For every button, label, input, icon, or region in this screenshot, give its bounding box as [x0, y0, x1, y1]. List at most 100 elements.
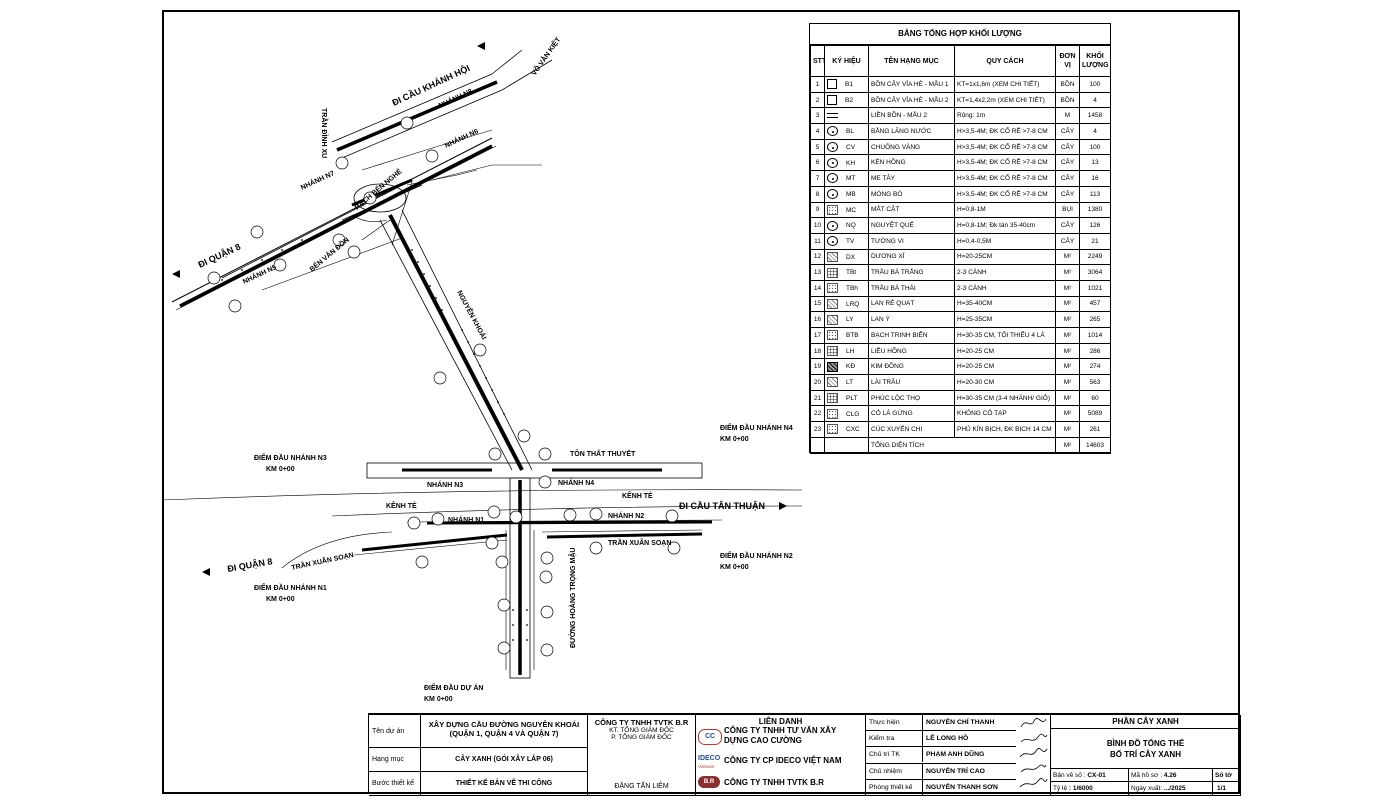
circle-symbol-icon: [827, 220, 838, 231]
row-spec: KT=1,4x2,2m (XEM CHI TIẾT): [954, 91, 1056, 109]
row-symbol: LH: [824, 342, 869, 360]
row-unit: M²: [1055, 421, 1080, 438]
summary-title: BẢNG TỔNG HỢP KHỐI LƯỢNG: [810, 24, 1110, 45]
row-unit: M²: [1055, 311, 1080, 328]
row-symbol: LY: [824, 311, 869, 328]
arrow-icon: [477, 42, 485, 50]
total-qty: 14603: [1079, 436, 1111, 454]
row-stt: 7: [810, 170, 825, 187]
row-spec: KT=1x1,6m (XEM CHI TIẾT): [954, 76, 1056, 93]
row-code: KH: [846, 159, 856, 167]
hang-muc: CÂY XANH (GÓI XÂY LẮP 06): [421, 748, 588, 772]
arrow-icon: [779, 502, 787, 510]
row-symbol: BL: [824, 123, 869, 140]
ngay-xuat-cell: Ngày xuất: .../2025: [1129, 782, 1213, 796]
row-symbol: MT: [824, 170, 869, 187]
row-spec: H>3,5-4M; ĐK CỔ RỄ >7-8 CM: [954, 185, 1056, 203]
section-markers: [207, 116, 681, 657]
hatch-symbol-icon: [827, 314, 838, 325]
row-symbol: NQ: [824, 217, 869, 234]
row-qty: 265: [1079, 311, 1111, 328]
row-qty: 100: [1079, 138, 1111, 156]
row-stt: 16: [810, 311, 825, 328]
row-qty: 16: [1079, 170, 1111, 187]
label-km-du-an: KM 0+00: [424, 696, 453, 703]
quantity-summary-table: BẢNG TỔNG HỢP KHỐI LƯỢNG STT KÝ HIỆU TÊN…: [809, 23, 1111, 454]
row-name: BẠCH TRINH BIỂN: [868, 327, 955, 344]
header-ten: TÊN HẠNG MỤC: [868, 45, 955, 77]
row-code: LY: [846, 316, 854, 324]
row-code: LRQ: [846, 300, 860, 308]
role-label: Chủ nhiệm: [869, 767, 902, 775]
row-spec: Rộng: 1m: [954, 107, 1056, 125]
row-code: KĐ: [846, 363, 856, 371]
buoc: THIẾT KẾ BẢN VẼ THI CÔNG: [421, 772, 588, 796]
dots-symbol-icon: [827, 204, 838, 215]
row-unit: M²: [1055, 405, 1080, 423]
row-symbol: B2: [824, 91, 869, 109]
row-name: CHUÔNG VÀNG: [868, 138, 955, 156]
strip-symbol-icon: [827, 113, 838, 118]
row-qty: 563: [1079, 374, 1111, 391]
row-spec: H>3,5-4M; ĐK CỔ RỄ >7-8 CM: [954, 123, 1056, 140]
circle-symbol-icon: [827, 173, 838, 184]
box-symbol-icon: [827, 95, 837, 106]
ideco-logo-text: IDECO: [698, 755, 721, 762]
row-unit: CÂY: [1055, 170, 1080, 187]
total-unit: M²: [1055, 436, 1080, 454]
row-qty: 261: [1079, 421, 1111, 438]
signature-column: [1016, 715, 1051, 796]
label-km-n1: KM 0+00: [266, 596, 295, 603]
row-qty: 1014: [1079, 327, 1111, 344]
summary-header-row: STT KÝ HIỆU TÊN HẠNG MỤC QUY CÁCH ĐƠN VỊ…: [810, 45, 1111, 77]
company-name: CÔNG TY TNHH TVTK B.R: [594, 718, 689, 727]
label-di-cau-tan-thuan: ĐI CẦU TÂN THUẬN: [679, 500, 765, 511]
ban-ve-value: CX-01: [1087, 772, 1106, 779]
row-unit: M²: [1055, 389, 1080, 407]
label-nhanh-n7: NHÁNH N7: [299, 168, 336, 191]
row-code: B2: [845, 96, 853, 104]
dots-symbol-icon: [827, 424, 838, 435]
row-symbol: KH: [824, 154, 869, 172]
dark-symbol-icon: [827, 361, 838, 372]
label-kenh-te-left: KÊNH TẺ: [386, 501, 417, 510]
row-qty: 1021: [1079, 279, 1111, 297]
row-code: CLG: [846, 410, 860, 418]
hang-muc-label: Hạng mục: [369, 748, 421, 772]
row-name: NGUYỆT QUẾ: [868, 217, 955, 234]
row-symbol: KĐ: [824, 358, 869, 376]
dots-symbol-icon: [827, 330, 838, 341]
row-stt: 2: [810, 91, 825, 109]
ngay-label: Ngày xuất:: [1131, 785, 1163, 792]
label-ben-van-don: BẾN VÂN ĐỒN: [307, 234, 351, 273]
row-code: LH: [846, 347, 855, 355]
row-code: NQ: [846, 222, 856, 230]
row-qty: 5089: [1079, 405, 1111, 423]
total-label: TỔNG DIỆN TÍCH: [868, 436, 1056, 454]
row-qty: 274: [1079, 358, 1111, 376]
dots-symbol-icon: [827, 408, 838, 419]
row-qty: 113: [1079, 185, 1111, 203]
role-person: NGUYỄN THANH SƠN: [922, 779, 998, 795]
label-nhanh-n6: NHÁNH N6: [443, 126, 480, 149]
label-tran-xuan-soan-left: TRẦN XUÂN SOẠN: [290, 549, 354, 572]
label-tran-dinh-xu: TRẦN ĐÌNH XU: [320, 108, 330, 158]
row-spec: KHÔNG CỎ TẠP: [954, 405, 1056, 423]
hatch-symbol-icon: [827, 298, 838, 309]
row-symbol: TBt: [824, 264, 869, 281]
ten-du-an: XÂY DỰNG CẦU ĐƯỜNG NGUYỄN KHOÁI (QUẬN 1,…: [421, 715, 588, 748]
cao-cuong-logo: CC: [698, 729, 722, 745]
row-code: MT: [846, 175, 856, 183]
drawing-sheet-border: [162, 10, 1240, 794]
ty-le-cell: Tỷ lệ : 1/6000: [1051, 782, 1129, 796]
row-code: BTB: [846, 332, 859, 340]
